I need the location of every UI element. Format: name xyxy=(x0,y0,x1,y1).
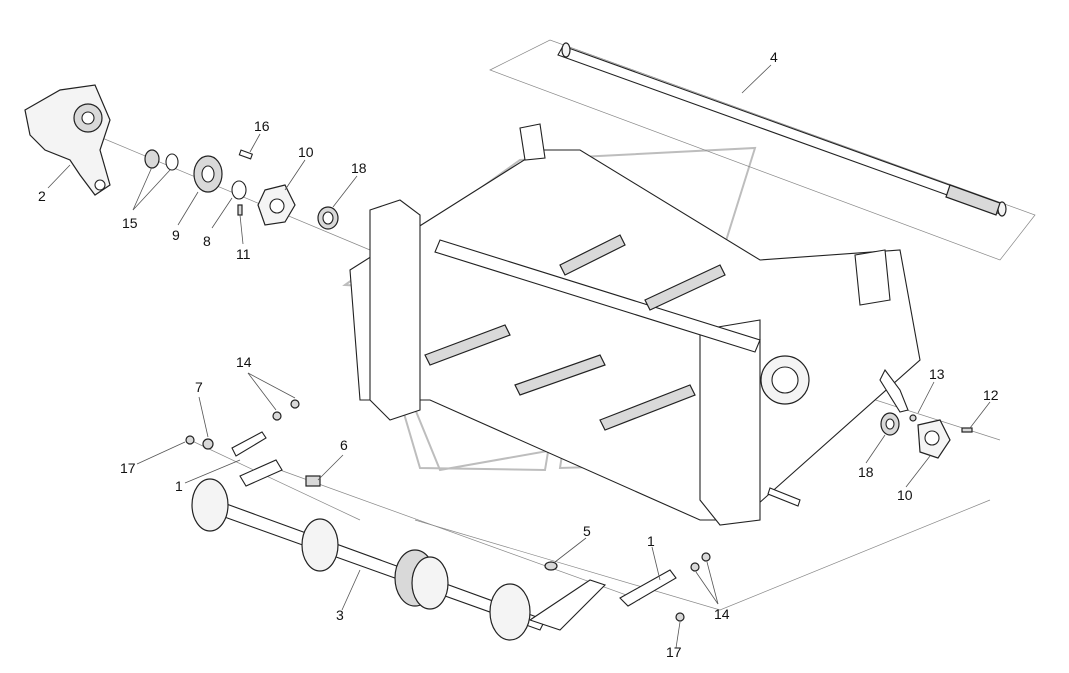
main-frame xyxy=(349,123,921,526)
callout-1: 1 xyxy=(647,533,655,549)
callout-14: 14 xyxy=(714,606,730,622)
callout-8: 8 xyxy=(203,233,211,249)
leader-lines xyxy=(47,64,991,649)
callout-15: 15 xyxy=(122,215,138,231)
callout-2: 2 xyxy=(38,188,46,204)
callout-17: 17 xyxy=(666,644,682,660)
callout-18: 18 xyxy=(351,160,367,176)
callout-10: 10 xyxy=(897,487,913,503)
callout-11: 11 xyxy=(236,246,251,262)
callout-6: 6 xyxy=(340,437,348,453)
callout-4: 4 xyxy=(770,49,778,65)
lower-left-parts xyxy=(185,399,321,487)
drive-shaft-part-4 xyxy=(557,42,1007,217)
callout-16: 16 xyxy=(254,118,270,134)
left-small-parts xyxy=(144,149,339,230)
gearbox-part-2 xyxy=(24,84,111,196)
callout-10: 10 xyxy=(298,144,314,160)
roller-shaft-part-3 xyxy=(191,478,711,641)
callout-13: 13 xyxy=(929,366,945,382)
callout-1: 1 xyxy=(175,478,183,494)
callout-9: 9 xyxy=(172,227,180,243)
callout-5: 5 xyxy=(583,523,591,539)
callout-14: 14 xyxy=(236,354,252,370)
right-small-parts xyxy=(879,368,973,459)
callout-labels: 4 16 10 18 2 15 9 8 11 14 7 17 1 6 13 12… xyxy=(38,49,999,660)
callout-17: 17 xyxy=(120,460,136,476)
callout-12: 12 xyxy=(983,387,999,403)
callout-18: 18 xyxy=(858,464,874,480)
callout-7: 7 xyxy=(195,379,203,395)
callout-3: 3 xyxy=(336,607,344,623)
